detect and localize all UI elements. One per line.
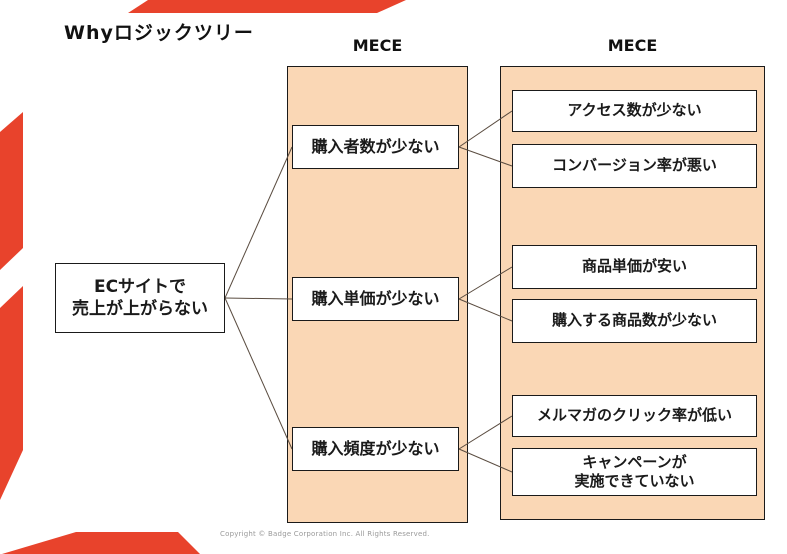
- connector-cause3-to-leaf5: [458, 415, 513, 450]
- node-root-problem: ECサイトで 売上が上がらない: [55, 263, 225, 333]
- mece-label-right: MECE: [607, 36, 658, 55]
- node-subcause-4: 購入する商品数が少ない: [512, 299, 757, 343]
- connector-root-to-cause1: [224, 146, 293, 299]
- bottom-chevron-shape: [2, 532, 200, 554]
- connector-cause1-to-leaf1: [458, 110, 513, 148]
- top-ribbon-shape: [128, 0, 406, 13]
- connector-cause3-to-leaf6: [458, 448, 513, 473]
- connector-cause1-to-leaf2: [458, 146, 513, 167]
- connector-root-to-cause2: [224, 297, 293, 300]
- connector-cause2-to-leaf3: [458, 266, 513, 300]
- node-subcause-1: アクセス数が少ない: [512, 90, 757, 132]
- node-subcause-5: メルマガのクリック率が低い: [512, 395, 757, 437]
- copyright-text: Copyright © Badge Corporation Inc. All R…: [220, 530, 430, 538]
- node-cause-2: 購入単価が少ない: [292, 277, 459, 321]
- connector-root-to-cause3: [224, 297, 293, 450]
- node-subcause-3: 商品単価が安い: [512, 245, 757, 289]
- left-band-shape-1: [0, 112, 23, 270]
- left-band-shape-2: [0, 286, 23, 500]
- page-title: Whyロジックツリー: [64, 22, 254, 44]
- node-subcause-2: コンバージョン率が悪い: [512, 144, 757, 188]
- connector-cause2-to-leaf4: [458, 298, 513, 322]
- red-accent-shapes: [0, 0, 406, 554]
- node-cause-1: 購入者数が少ない: [292, 125, 459, 169]
- tree-connectors: [224, 110, 513, 473]
- mece-panel-right: [500, 66, 765, 520]
- node-subcause-6: キャンペーンが 実施できていない: [512, 448, 757, 496]
- mece-label-left: MECE: [352, 36, 403, 55]
- node-cause-3: 購入頻度が少ない: [292, 427, 459, 471]
